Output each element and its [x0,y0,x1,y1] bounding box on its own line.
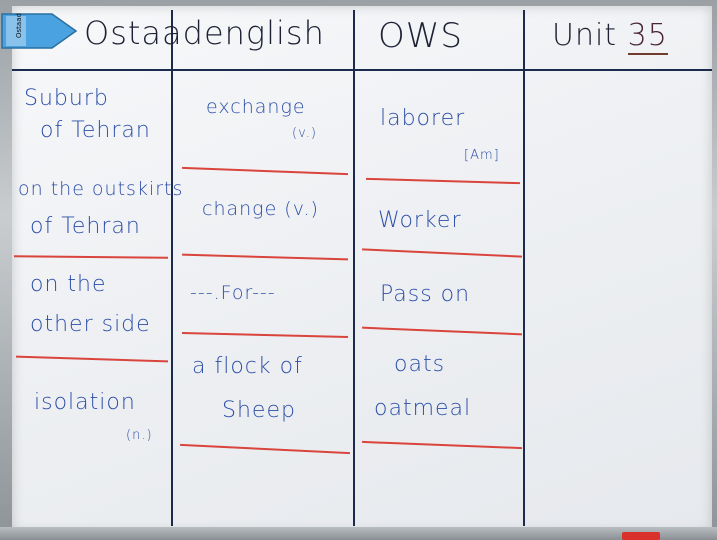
unit-label: Unit 35 [552,18,668,55]
board-title: Ostaadenglish [84,14,325,52]
column-divider-1 [171,10,173,526]
col2-entry1-line1: exchange [206,96,306,118]
col3-entry4-line2: oatmeal [374,396,472,421]
logo-magnet: Ostaad [0,10,78,52]
col3-entry1-line1: laborer [380,106,466,131]
col3-entry2-line1: Worker [378,208,462,233]
col1-entry1-line2: of Tehran [40,118,151,143]
col1-entry2-line2: of Tehran [30,214,141,239]
col3-entry1-line2: [Am] [464,148,500,163]
header-divider-line [12,69,712,71]
board-title-text: Ostaadenglish [84,14,325,52]
magnet-label: Ostaad [15,13,23,38]
col1-entry4-line1: isolation [34,390,136,415]
column-divider-3 [523,10,525,526]
col1-entry3-line1: on the [30,272,107,297]
col1-entry4-line2: (n.) [126,428,153,443]
col1-entry2-line1: on the outskirts [18,178,184,200]
column-divider-2 [353,10,355,526]
col2-entry3-line1: ---.For--- [190,282,276,304]
col2-entry2-line1: change (v.) [202,198,319,220]
col3-entry4-line1: oats [394,352,446,377]
whiteboard-surface [12,6,712,532]
marker-tray [0,527,717,540]
col1-entry1-line1: Suburb [24,86,109,111]
col2-entry1-line2: (v.) [292,126,317,141]
col2-entry4-line1: a flock of [192,354,303,379]
unit-prefix: Unit [552,18,618,53]
section-label: OWS [378,16,463,56]
unit-number: 35 [627,18,668,55]
col1-entry3-line2: other side [30,312,151,337]
col3-entry3-line1: Pass on [380,282,471,307]
col2-entry4-line2: Sheep [222,398,296,423]
red-marker [622,532,660,540]
